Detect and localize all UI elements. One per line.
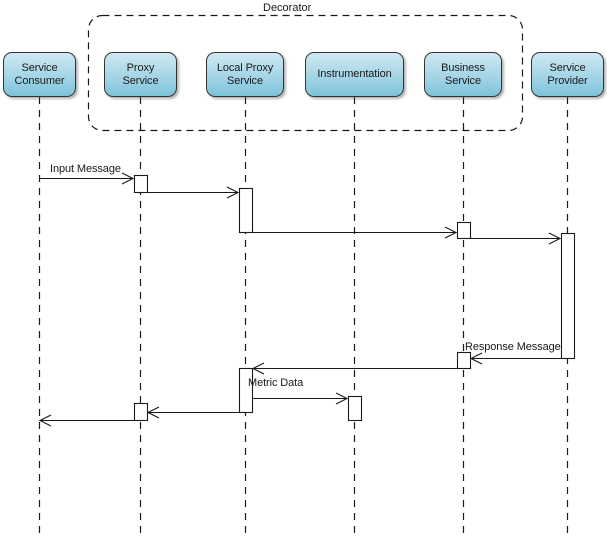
message-proxy-to-consumer-return	[38, 414, 134, 427]
message-input-message	[39, 172, 135, 185]
activation-business-service-1	[456, 221, 472, 240]
lifelines	[38, 97, 569, 538]
arrowhead	[548, 232, 562, 245]
arrowhead	[121, 172, 135, 185]
activation-local-proxy-service-2	[238, 367, 254, 414]
arrowhead	[226, 186, 240, 199]
activation-proxy-service-2	[133, 402, 149, 422]
activation-service-provider-1	[560, 232, 576, 360]
decorator-frame	[87, 14, 524, 132]
message-business-to-provider	[470, 232, 562, 245]
arrowhead	[444, 226, 458, 239]
activation-instrumentation-1	[347, 395, 363, 422]
decorator-frame-label: Decorator	[263, 2, 312, 14]
arrowhead	[335, 392, 349, 405]
decorator-frame-rect	[87, 14, 524, 132]
message-metric-data	[252, 392, 349, 405]
activation-local-proxy-service-1	[238, 187, 254, 234]
message-proxy-to-local	[147, 186, 240, 199]
arrowhead	[38, 414, 52, 427]
messages	[38, 172, 562, 427]
participant-label: Instrumentation	[317, 68, 392, 81]
activation-bars	[133, 174, 576, 422]
message-local-to-proxy-return	[146, 406, 239, 419]
message-input-message-label: Input Message	[50, 163, 121, 175]
activation-business-service-2	[456, 351, 472, 370]
message-response-message-label: Response Message	[465, 341, 561, 353]
participant-instrumentation[interactable]: Instrumentation	[305, 52, 404, 97]
message-response-message	[469, 352, 561, 365]
message-local-to-business	[252, 226, 458, 239]
activation-proxy-service-1	[133, 174, 149, 194]
message-metric-data-label: Metric Data	[248, 377, 304, 389]
